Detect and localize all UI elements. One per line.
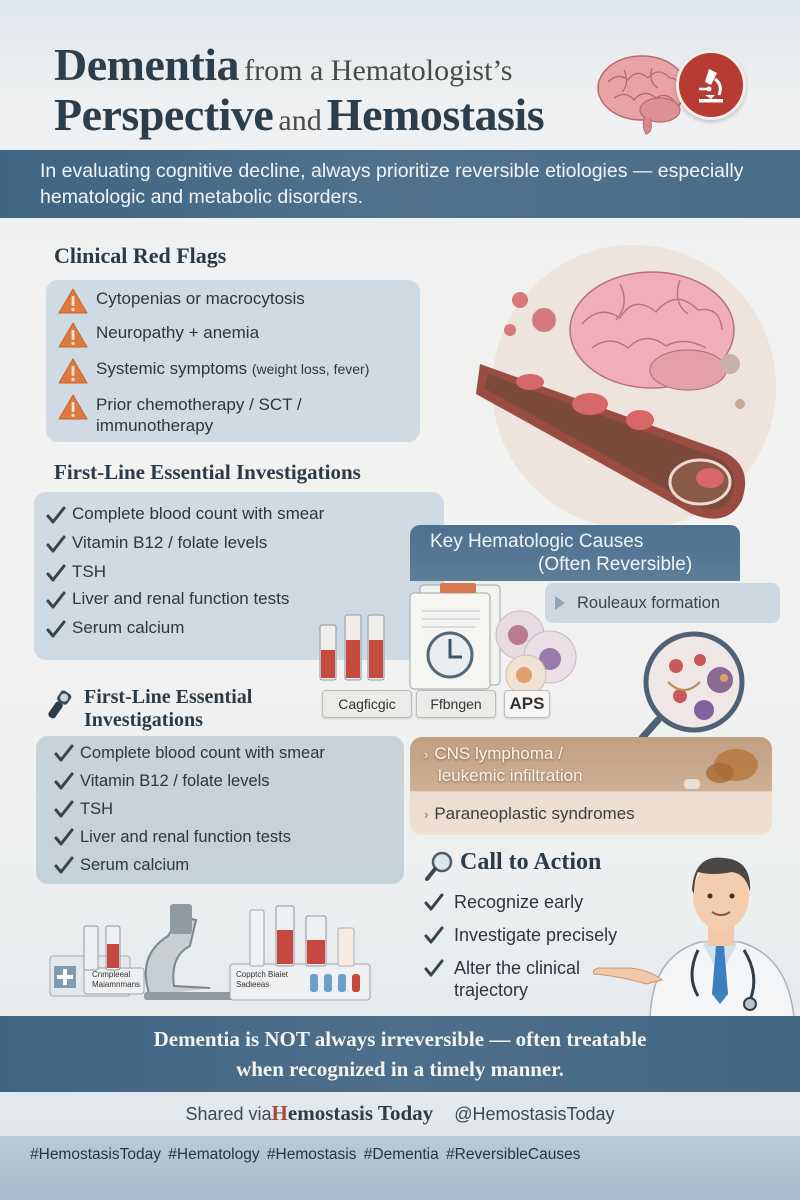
check-icon [46,564,66,582]
title-dementia: Dementia [54,39,240,90]
investigation-item: Liver and renal function tests [46,589,444,618]
check-icon [46,535,66,553]
check-icon [54,856,74,874]
warning-triangle-icon [58,394,88,420]
title-hemostasis: Hemostasis [326,89,545,140]
check-icon [424,959,444,977]
lab-tag-ffbngen: Ffbngen [416,690,496,718]
check-icon [424,893,444,911]
cns-lymphoma-box: ›CNS lymphoma / leukemic infiltration ›P… [410,737,772,835]
intro-text: In evaluating cognitive decline, always … [40,160,744,208]
key-message-banner: Dementia is NOT always irreversible — of… [0,1016,800,1092]
check-icon [46,506,66,524]
shared-via-label: Shared via [185,1104,272,1124]
investigations-2-list: Complete blood count with smear Vitamin … [36,736,404,882]
investigations-2-box: Complete blood count with smear Vitamin … [36,736,404,884]
lab-tag-aps: APS [504,690,550,718]
lab-label-1: Cnmpleeal Maiamnmans [92,970,141,989]
tissue-fragment-icon [684,749,758,789]
lab-tag-cagficgic: Cagficgic [322,690,412,718]
warning-triangle-icon [58,288,88,314]
magnifier-cells-illustration [638,631,745,740]
check-icon [46,591,66,609]
shared-via-row: Shared viaHemostasis Today @HemostasisTo… [0,1096,800,1132]
microscope-badge [676,50,746,120]
check-icon [54,744,74,762]
warning-triangle-icon [58,322,88,348]
key-message: Dementia is NOT always irreversible — of… [153,1027,647,1081]
red-flag-item: Prior chemotherapy / SCT / immunotherapy [58,394,420,436]
investigation-item: Serum calcium [54,854,404,882]
red-flags-heading: Clinical Red Flags [54,243,227,268]
title-line-2: Perspective and Hemostasis [54,88,545,141]
investigation-item: Vitamin B12 / folate levels [54,770,404,798]
check-icon [54,772,74,790]
cta-item: Recognize early [424,891,654,913]
title-perspective: Perspective [54,89,274,140]
investigation-item: TSH [46,562,444,589]
brand-name: Hemostasis Today [271,1101,434,1125]
red-flags-list: Cytopenias or macrocytosis Neuropathy + … [46,280,420,436]
check-icon [424,926,444,944]
intro-banner: In evaluating cognitive decline, always … [0,150,800,218]
brain-icon [597,55,687,135]
social-handle[interactable]: @HemostasisToday [454,1104,615,1124]
rouleaux-item: Rouleaux formation [545,583,780,623]
check-icon [46,620,66,638]
arrow-icon [555,596,565,610]
title-line-1: Dementia from a Hematologist’s [54,38,512,91]
hashtags: #HemostasisToday #Hematology #Hemostasis… [30,1146,581,1163]
investigation-item: Complete blood count with smear [46,504,444,533]
lab-label-2: Copptch Biaiet Sadieeas [236,970,289,989]
lab-equipment-illustration [49,904,371,1001]
check-icon [54,800,74,818]
chevron-right-icon: › [424,747,429,762]
brain-vessel-illustration [476,245,776,529]
investigation-item: Serum calcium [46,618,444,646]
title-and: and [278,104,322,137]
hashtags-bar: #HemostasisToday #Hematology #Hemostasis… [0,1136,800,1200]
investigations-1-list: Complete blood count with smear Vitamin … [34,492,444,646]
red-flag-item: Systemic symptoms (weight loss, fever) [58,358,420,394]
investigation-item: Liver and renal function tests [54,826,404,854]
investigation-item: TSH [54,798,404,826]
flashlight-icon [48,690,72,719]
key-causes-subtitle: (Often Reversible) [538,554,693,575]
call-to-action-heading: Call to Action [460,849,602,875]
lab-illustration [319,583,577,695]
cause-item-paraneoplastic: ›Paraneoplastic syndromes [424,804,635,823]
cause-item-cns: ›CNS lymphoma / [424,744,563,763]
key-causes-header: Key Hematologic Causes (Often Reversible… [410,525,740,581]
investigation-item: Complete blood count with smear [54,742,404,770]
title-from-hematologist: from a Hematologist’s [244,54,513,87]
red-flag-item: Cytopenias or macrocytosis [58,288,420,322]
doctor-illustration [593,857,795,1018]
microscope-icon [699,69,723,103]
investigations-2-heading: First-Line Essential Investigations [84,686,253,731]
investigation-item: Vitamin B12 / folate levels [46,533,444,562]
key-causes-title: Key Hematologic Causes [430,531,644,552]
magnifier-icon [425,851,453,881]
red-flag-item: Neuropathy + anemia [58,322,420,358]
cta-item: Investigate precisely [424,924,654,946]
investigations-1-heading: First-Line Essential Investigations [54,460,361,484]
check-icon [54,828,74,846]
chevron-right-icon: › [424,807,429,822]
red-flags-box: Cytopenias or macrocytosis Neuropathy + … [46,280,420,442]
call-to-action-list: Recognize early Investigate precisely Al… [424,891,654,1012]
cta-item: Alter the clinical trajectory [424,957,654,1001]
warning-triangle-icon [58,358,88,384]
